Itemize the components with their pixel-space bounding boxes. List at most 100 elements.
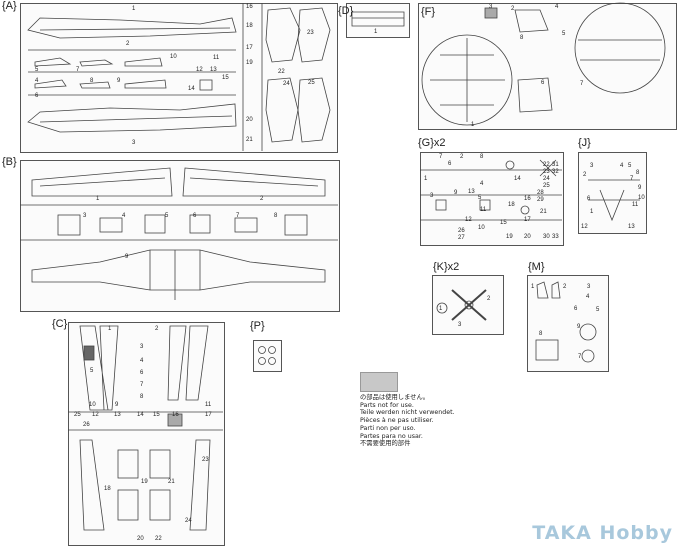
part-number: 6 bbox=[587, 196, 591, 202]
part-number: 7 bbox=[236, 213, 240, 219]
part-number: 25 bbox=[74, 412, 81, 418]
sprue-f-frame bbox=[418, 3, 677, 130]
part-number: 1 bbox=[439, 306, 443, 312]
part-number: 3 bbox=[489, 4, 493, 10]
part-number: 1 bbox=[590, 209, 594, 215]
part-number: 3 bbox=[458, 322, 462, 328]
part-number: 1 bbox=[531, 284, 535, 290]
part-number: 2 bbox=[511, 6, 515, 12]
part-number: 2 bbox=[487, 296, 491, 302]
part-number: 12 bbox=[196, 67, 203, 73]
wing-part-b1 bbox=[31, 167, 173, 197]
note-line: Parts not for use. bbox=[360, 401, 414, 409]
part-number: 32 bbox=[552, 169, 559, 175]
part-number: 23 bbox=[543, 169, 550, 175]
part-number: 6 bbox=[193, 213, 197, 219]
part-number: 3 bbox=[83, 213, 87, 219]
part-number: 3 bbox=[587, 284, 591, 290]
part-number: 5 bbox=[165, 213, 169, 219]
part-number: 3 bbox=[590, 163, 594, 169]
part-number: 4 bbox=[35, 78, 39, 84]
sprue-label-c: {C} bbox=[52, 318, 68, 330]
part-number: 11 bbox=[213, 55, 220, 61]
part-number: 18 bbox=[104, 486, 111, 492]
part-number: 26 bbox=[83, 422, 90, 428]
part-number: 9 bbox=[454, 190, 458, 196]
part-number: 24 bbox=[185, 518, 192, 524]
part-number: 7 bbox=[630, 176, 634, 182]
part-number: 2 bbox=[563, 284, 567, 290]
part-number: 26 bbox=[458, 228, 465, 234]
sprue-label-a: {A} bbox=[2, 0, 17, 12]
sprue-label-p: {P} bbox=[250, 320, 265, 332]
part-number: 2 bbox=[126, 41, 130, 47]
part-number: 8 bbox=[636, 170, 640, 176]
not-for-use-note: の部品は使用しません。 Parts not for use. Teile wer… bbox=[360, 394, 455, 448]
sprue-k-frame bbox=[432, 275, 504, 335]
fuselage-part-a3 bbox=[27, 103, 237, 133]
part-number: 19 bbox=[506, 234, 513, 240]
part-number: 7 bbox=[76, 67, 80, 73]
part-number: 21 bbox=[246, 137, 253, 143]
sprue-label-j: {J} bbox=[578, 137, 591, 149]
part-number: 14 bbox=[137, 412, 144, 418]
part-number: 10 bbox=[170, 54, 177, 60]
part-number: 4 bbox=[620, 163, 624, 169]
part-number: 11 bbox=[480, 207, 487, 213]
part-number: 22 bbox=[155, 536, 162, 542]
part-number: 8 bbox=[480, 154, 484, 160]
part-number: 23 bbox=[202, 457, 209, 463]
part-number: 13 bbox=[628, 224, 635, 230]
sprue-label-m: {M} bbox=[528, 261, 545, 273]
part-number: 22 bbox=[543, 162, 550, 168]
part-number: 9 bbox=[577, 324, 581, 330]
sprue-b-frame bbox=[20, 160, 340, 312]
part-number: 1 bbox=[424, 176, 428, 182]
part-number: 5 bbox=[478, 195, 482, 201]
part-number: 4 bbox=[140, 358, 144, 364]
part-number: 7 bbox=[580, 81, 584, 87]
part-number: 8 bbox=[274, 213, 278, 219]
part-number: 5 bbox=[35, 67, 39, 73]
part-number: 6 bbox=[35, 93, 39, 99]
part-number: 6 bbox=[541, 80, 545, 86]
part-number: 12 bbox=[581, 224, 588, 230]
part-number: 24 bbox=[283, 81, 290, 87]
sprue-label-f: {F} bbox=[421, 6, 436, 18]
part-number: 23 bbox=[307, 30, 314, 36]
part-number: 10 bbox=[89, 402, 96, 408]
part-number: 25 bbox=[308, 80, 315, 86]
fuselage-part-a1 bbox=[27, 17, 237, 39]
note-line: Partes para no usar. bbox=[360, 432, 423, 440]
part-number: 17 bbox=[246, 45, 253, 51]
part-number: 12 bbox=[92, 412, 99, 418]
part-number: 15 bbox=[222, 75, 229, 81]
part-number: 3 bbox=[132, 140, 136, 146]
part-number: 13 bbox=[210, 67, 217, 73]
part-number: 1 bbox=[132, 6, 136, 12]
part-number: 2 bbox=[155, 326, 159, 332]
part-number: 31 bbox=[552, 162, 559, 168]
note-line: Parti non per uso. bbox=[360, 424, 416, 432]
part-number: 9 bbox=[125, 254, 129, 260]
part-number: 4 bbox=[555, 4, 559, 10]
part-number: 10 bbox=[478, 225, 485, 231]
part-number: 7 bbox=[439, 154, 443, 160]
part-number: 17 bbox=[524, 217, 531, 223]
part-number: 21 bbox=[540, 209, 547, 215]
watermark: TAKA Hobby bbox=[532, 522, 673, 544]
part-number: 3 bbox=[430, 193, 434, 199]
part-number: 24 bbox=[543, 176, 550, 182]
part-number: 20 bbox=[137, 536, 144, 542]
part-number: 5 bbox=[596, 307, 600, 313]
sprue-p-frame bbox=[253, 340, 282, 372]
sprue-label-k: {K}x2 bbox=[433, 261, 460, 273]
part-number: 14 bbox=[514, 176, 521, 182]
part-number: 2 bbox=[583, 172, 587, 178]
part-number: 12 bbox=[465, 217, 472, 223]
part-number: 20 bbox=[246, 117, 253, 123]
part-number: 27 bbox=[458, 235, 465, 241]
part-number: 20 bbox=[524, 234, 531, 240]
part-number: 16 bbox=[524, 196, 531, 202]
part-number: 5 bbox=[562, 31, 566, 37]
